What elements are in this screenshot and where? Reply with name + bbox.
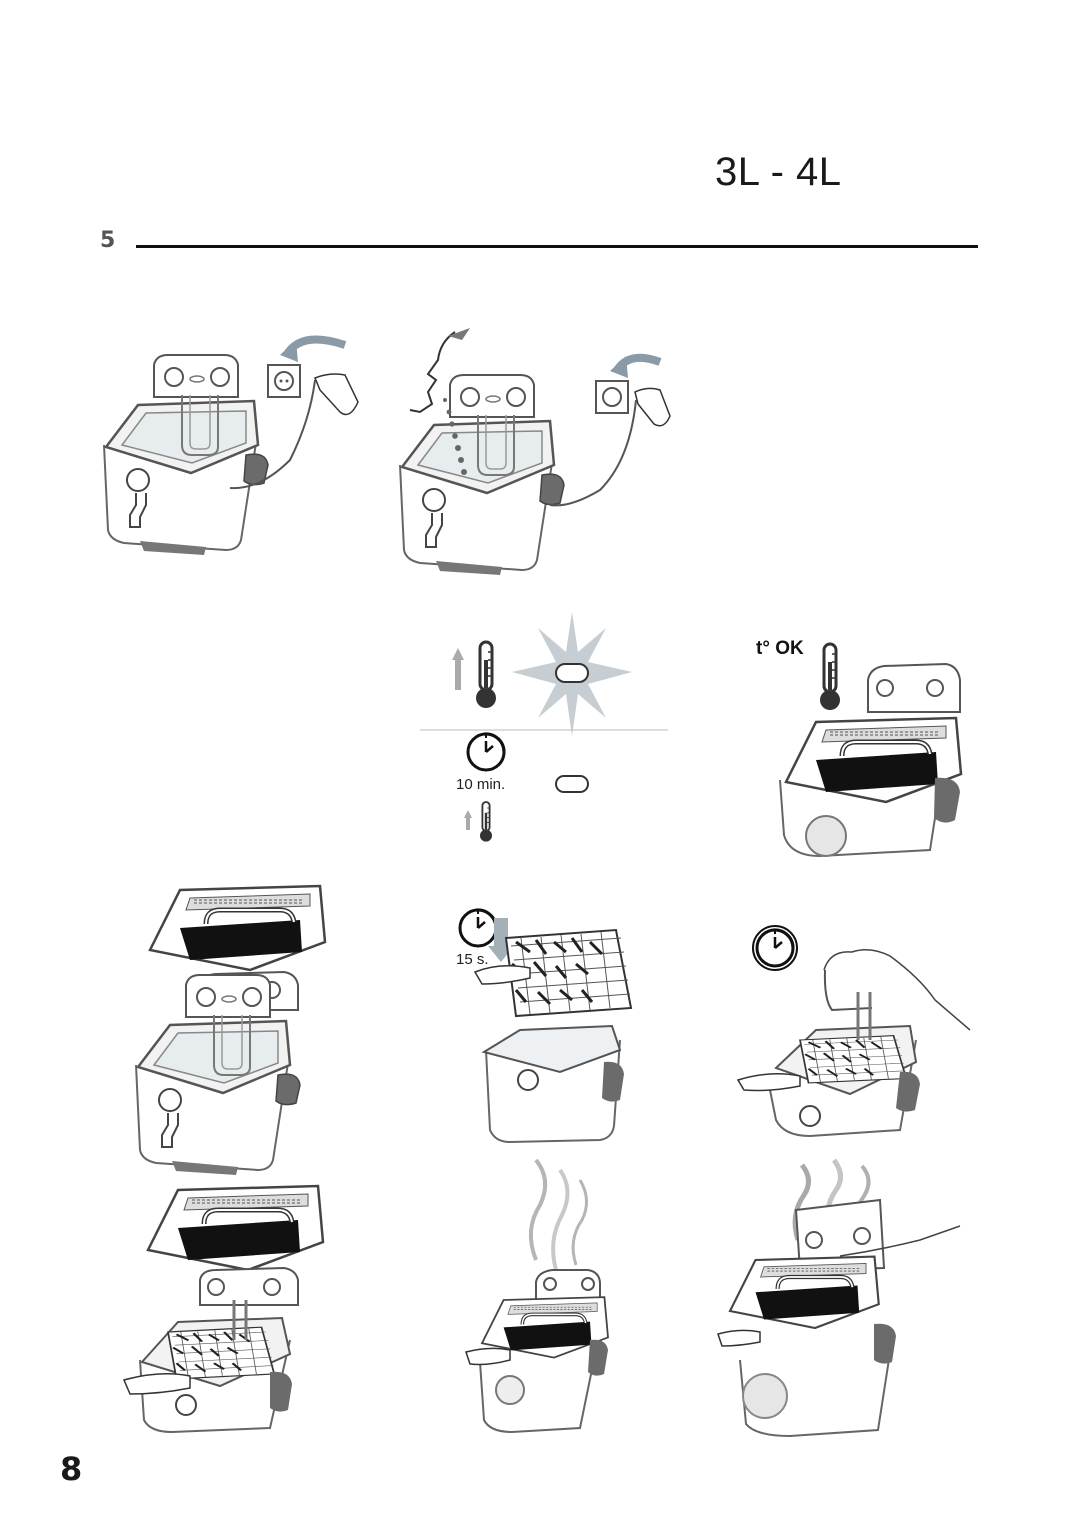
section-divider	[136, 245, 978, 248]
thermometer-small-icon	[478, 800, 494, 843]
preheat-panel: 10 min.	[420, 612, 668, 843]
fryer-unplug-illustration	[102, 335, 359, 557]
page-number: 8	[60, 1450, 83, 1488]
fryer-unplug-smell-illustration	[398, 328, 671, 577]
fryer-temp-ok-illustration: t° OK	[756, 638, 961, 858]
timer-icon	[466, 732, 506, 772]
fryer-basket-raise-illustration	[122, 1186, 323, 1434]
fryer-lid-open-illustration	[134, 886, 325, 1177]
timer-15s-label: 15 s.	[456, 951, 489, 968]
thermometer-icon	[474, 640, 498, 710]
basket-lower-illustration: 15 s.	[456, 908, 633, 1144]
temp-ok-label: t° OK	[756, 638, 804, 659]
fryer-cooking-illustration	[736, 925, 971, 1138]
section-number: 5	[100, 228, 116, 253]
model-label: 3L - 4L	[715, 150, 842, 194]
timer-10min-label: 10 min.	[456, 776, 505, 793]
fryer-lid-open-steam-illustration	[717, 1158, 961, 1438]
fryer-steam-illustration	[465, 1158, 610, 1434]
